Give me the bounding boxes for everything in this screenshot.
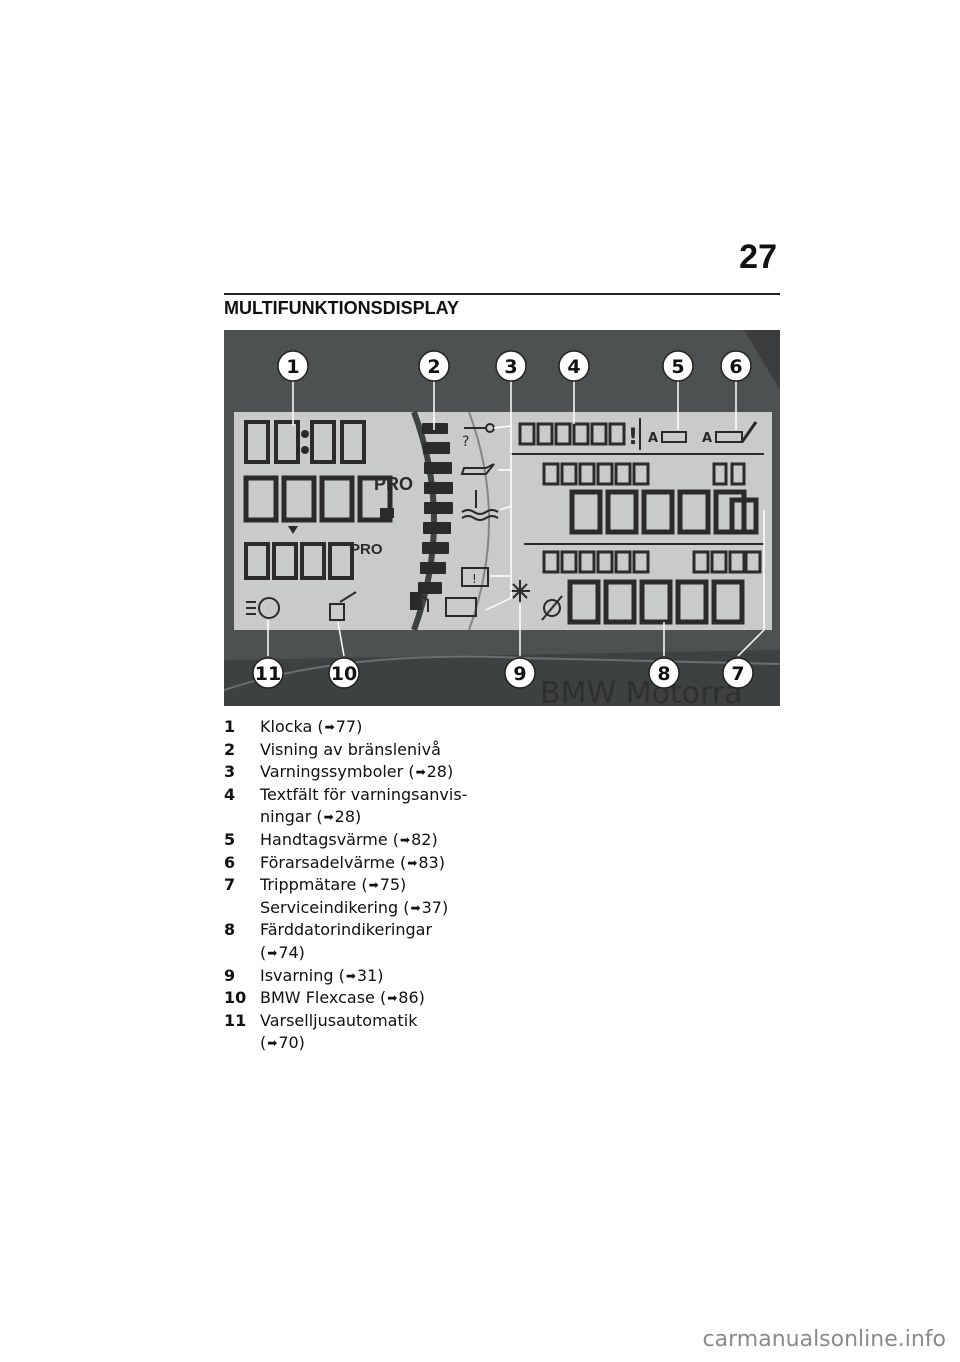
svg-text:4: 4	[567, 356, 580, 378]
svg-text:!: !	[628, 425, 638, 450]
legend-number: 7	[224, 874, 260, 919]
svg-text:9: 9	[513, 663, 526, 685]
svg-text:?: ?	[462, 434, 469, 450]
page-reference-arrow-icon: ➡	[400, 829, 410, 852]
legend-number: 3	[224, 761, 260, 784]
page-reference: 86)	[398, 988, 425, 1007]
pro-label-2: PRO	[350, 541, 383, 558]
page-reference-arrow-icon: ➡	[267, 1032, 277, 1055]
legend-list: 1Klocka (➡77)2Visning av bränslenivå3Var…	[224, 716, 524, 1055]
page-reference: 83)	[418, 853, 445, 872]
legend-label: Färddatorindikeringar	[260, 920, 432, 939]
page-reference: 82)	[411, 830, 438, 849]
page-reference-arrow-icon: ➡	[267, 942, 277, 965]
legend-number: 1	[224, 716, 260, 739]
watermark: carmanualsonline.info	[703, 1327, 946, 1352]
legend-label: Visning av bränslenivå	[260, 740, 441, 759]
legend-label: Textfält för varningsanvis-	[260, 785, 467, 804]
bezel-brand: BMW Motorra	[540, 676, 743, 706]
page-reference-arrow-icon: ➡	[369, 874, 379, 897]
svg-text:A: A	[648, 431, 658, 446]
legend-number: 4	[224, 784, 260, 829]
legend-label: Förarsadelvärme	[260, 853, 395, 872]
legend-item: 1Klocka (➡77)	[224, 716, 524, 739]
svg-text:1: 1	[286, 356, 299, 378]
legend-number: 9	[224, 965, 260, 988]
legend-label: Varselljusautomatik	[260, 1011, 417, 1030]
multifunction-display-figure: BMW Motorra	[224, 330, 780, 706]
svg-text:5: 5	[671, 356, 684, 378]
page-reference: 28)	[427, 762, 454, 781]
page-reference-arrow-icon: ➡	[324, 806, 334, 829]
svg-text:A: A	[702, 431, 712, 446]
legend-number: 2	[224, 739, 260, 762]
legend-number: 11	[224, 1010, 260, 1055]
page-reference: 74)	[278, 943, 305, 962]
header-rule	[224, 293, 780, 295]
svg-text:3: 3	[504, 356, 517, 378]
page-reference-arrow-icon: ➡	[387, 987, 397, 1010]
page-reference-arrow-icon: ➡	[325, 716, 335, 739]
page-reference-arrow-icon: ➡	[346, 965, 356, 988]
page-reference-arrow-icon: ➡	[407, 852, 417, 875]
legend-label: Trippmätare	[260, 875, 356, 894]
page-reference: 70)	[278, 1033, 305, 1052]
page-number: 27	[739, 238, 777, 277]
legend-number: 10	[224, 987, 260, 1010]
legend-label: Isvarning	[260, 966, 334, 985]
legend-label: Handtagsvärme	[260, 830, 388, 849]
svg-text:2: 2	[427, 356, 440, 378]
page-reference: 31)	[357, 966, 384, 985]
legend-label: Varningssymboler	[260, 762, 403, 781]
legend-label: Serviceindikering	[260, 898, 398, 917]
page-reference: 75)	[380, 875, 407, 894]
legend-number: 5	[224, 829, 260, 852]
page-reference-arrow-icon: ➡	[411, 897, 421, 920]
svg-text:8: 8	[657, 663, 670, 685]
legend-label: ningar	[260, 807, 311, 826]
page-reference: 28)	[335, 807, 362, 826]
legend-number: 8	[224, 919, 260, 964]
legend-label: Klocka	[260, 717, 312, 736]
section-title: MULTIFUNKTIONSDISPLAY	[224, 298, 459, 319]
page-reference: 37)	[422, 898, 449, 917]
legend-number: 6	[224, 852, 260, 875]
svg-text:10: 10	[331, 663, 357, 685]
pro-label-1: PRO	[374, 474, 413, 494]
page-reference: 77)	[336, 717, 363, 736]
svg-text:11: 11	[255, 663, 281, 685]
svg-text:!: !	[472, 572, 477, 586]
svg-text:6: 6	[729, 356, 742, 378]
page-reference-arrow-icon: ➡	[416, 761, 426, 784]
legend-label: BMW Flexcase	[260, 988, 375, 1007]
svg-text:7: 7	[731, 663, 744, 685]
